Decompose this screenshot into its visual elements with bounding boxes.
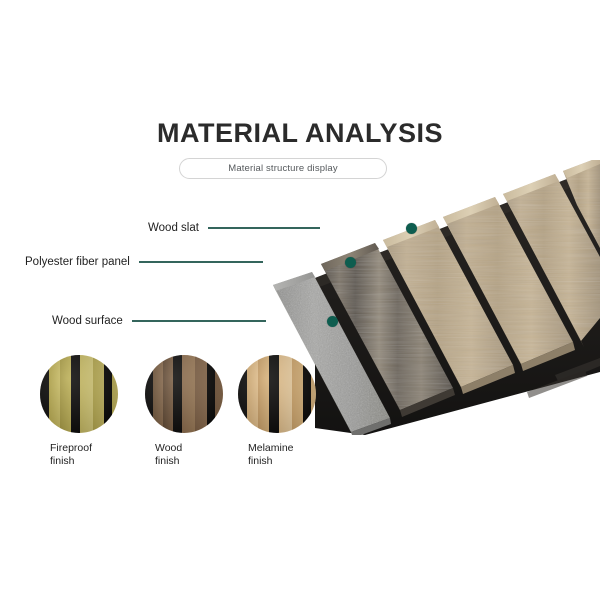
leader-line-wood-surface xyxy=(131,320,266,322)
page-title: MATERIAL ANALYSIS xyxy=(156,118,444,148)
swatch-fireproof-circle xyxy=(40,355,118,433)
swatch-melamine: Melamine finish xyxy=(238,355,316,468)
swatch-fireproof-label: Fireproof finish xyxy=(50,442,93,467)
wood-slat-oak-2 xyxy=(443,197,575,371)
subtitle-pill: Material structure display xyxy=(179,158,387,179)
swatch-wood-label: Wood finish xyxy=(155,442,183,467)
callout-wood-slat: Wood slat xyxy=(148,220,320,236)
leader-line-polyester-fiber-panel xyxy=(138,261,263,263)
callout-wood-surface: Wood surface xyxy=(52,313,266,329)
swatch-wood-circle xyxy=(145,355,223,433)
swatch-melamine-texture xyxy=(238,355,316,433)
swatch-melamine-circle xyxy=(238,355,316,433)
wood-slat-oak-3 xyxy=(503,174,600,347)
callout-wood-slat-label: Wood slat xyxy=(148,222,199,234)
wood-slat-oak-4 xyxy=(563,160,600,248)
swatch-fireproof-texture xyxy=(40,355,118,433)
callout-wood-surface-label: Wood surface xyxy=(52,315,123,327)
swatch-fireproof: Fireproof finish xyxy=(40,355,118,468)
leader-line-wood-slat xyxy=(207,227,320,229)
marker-dot-wood-slat xyxy=(406,223,417,234)
callout-polyester-fiber-panel: Polyester fiber panel xyxy=(25,254,263,270)
swatch-melamine-label: Melamine finish xyxy=(248,442,294,467)
backing-perforations xyxy=(527,358,600,398)
subtitle-text: Material structure display xyxy=(228,163,338,174)
product-photo-acoustic-panel xyxy=(255,160,600,435)
swatch-wood: Wood finish xyxy=(145,355,223,468)
swatch-wood-texture xyxy=(145,355,223,433)
marker-dot-wood-surface xyxy=(327,316,338,327)
callout-polyester-fiber-panel-label: Polyester fiber panel xyxy=(25,256,130,268)
marker-dot-polyester-fiber-panel xyxy=(345,257,356,268)
